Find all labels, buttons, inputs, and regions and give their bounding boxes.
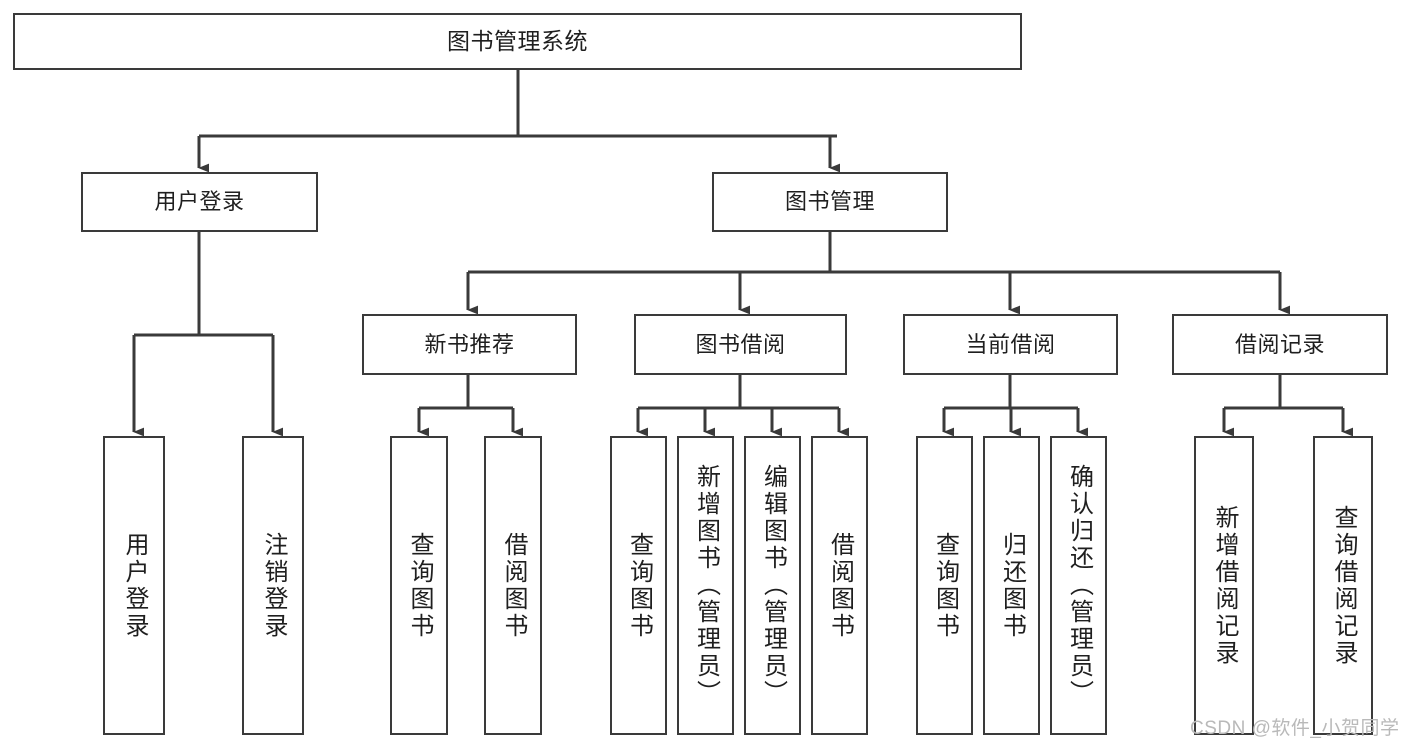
leaf-edit-book-admin[interactable]: 编辑图书（管理员） [744,436,801,735]
leaf-logout[interactable]: 注销登录 [242,436,304,735]
leaf-query-borrow-record[interactable]: 查询借阅记录 [1313,436,1373,735]
leaf-user-login[interactable]: 用户登录 [103,436,165,735]
leaf-query-book-current-label: 查询图书 [931,531,959,640]
node-book-management-label: 图书管理 [784,189,875,215]
leaf-query-book-new[interactable]: 查询图书 [390,436,448,735]
leaf-confirm-return-admin[interactable]: 确认归还（管理员） [1050,436,1107,735]
node-current-borrow[interactable]: 当前借阅 [903,314,1118,375]
leaf-add-book-admin-label: 新增图书（管理员） [692,464,720,707]
node-user-login[interactable]: 用户登录 [81,172,318,232]
leaf-borrow-book-new-label: 借阅图书 [499,531,527,640]
leaf-confirm-return-admin-label: 确认归还（管理员） [1065,464,1093,707]
node-root[interactable]: 图书管理系统 [13,13,1022,70]
node-root-label: 图书管理系统 [447,28,588,55]
leaf-user-login-label: 用户登录 [120,531,148,640]
node-new-book-recommend[interactable]: 新书推荐 [362,314,577,375]
node-user-login-label: 用户登录 [154,189,245,215]
leaf-add-book-admin[interactable]: 新增图书（管理员） [677,436,734,735]
leaf-return-book[interactable]: 归还图书 [983,436,1040,735]
node-current-borrow-label: 当前借阅 [965,331,1056,357]
leaf-query-book-new-label: 查询图书 [405,531,433,640]
leaf-add-borrow-record-label: 新增借阅记录 [1210,504,1238,667]
node-borrow-record[interactable]: 借阅记录 [1172,314,1388,375]
csdn-watermark: CSDN @软件_小贺同学 [1190,718,1400,739]
leaf-return-book-label: 归还图书 [998,531,1026,640]
leaf-query-book-current[interactable]: 查询图书 [916,436,973,735]
leaf-query-book-label: 查询图书 [625,531,653,640]
leaf-borrow-book-label: 借阅图书 [826,531,854,640]
node-book-borrow-label: 图书借阅 [695,331,786,357]
node-book-borrow[interactable]: 图书借阅 [634,314,847,375]
node-borrow-record-label: 借阅记录 [1234,331,1325,357]
leaf-query-borrow-record-label: 查询借阅记录 [1329,504,1357,667]
leaf-edit-book-admin-label: 编辑图书（管理员） [759,464,787,707]
leaf-borrow-book-new[interactable]: 借阅图书 [484,436,542,735]
node-book-management[interactable]: 图书管理 [712,172,948,232]
leaf-logout-label: 注销登录 [259,531,287,640]
leaf-add-borrow-record[interactable]: 新增借阅记录 [1194,436,1254,735]
leaf-borrow-book[interactable]: 借阅图书 [811,436,868,735]
leaf-query-book[interactable]: 查询图书 [610,436,667,735]
node-new-book-recommend-label: 新书推荐 [424,331,515,357]
